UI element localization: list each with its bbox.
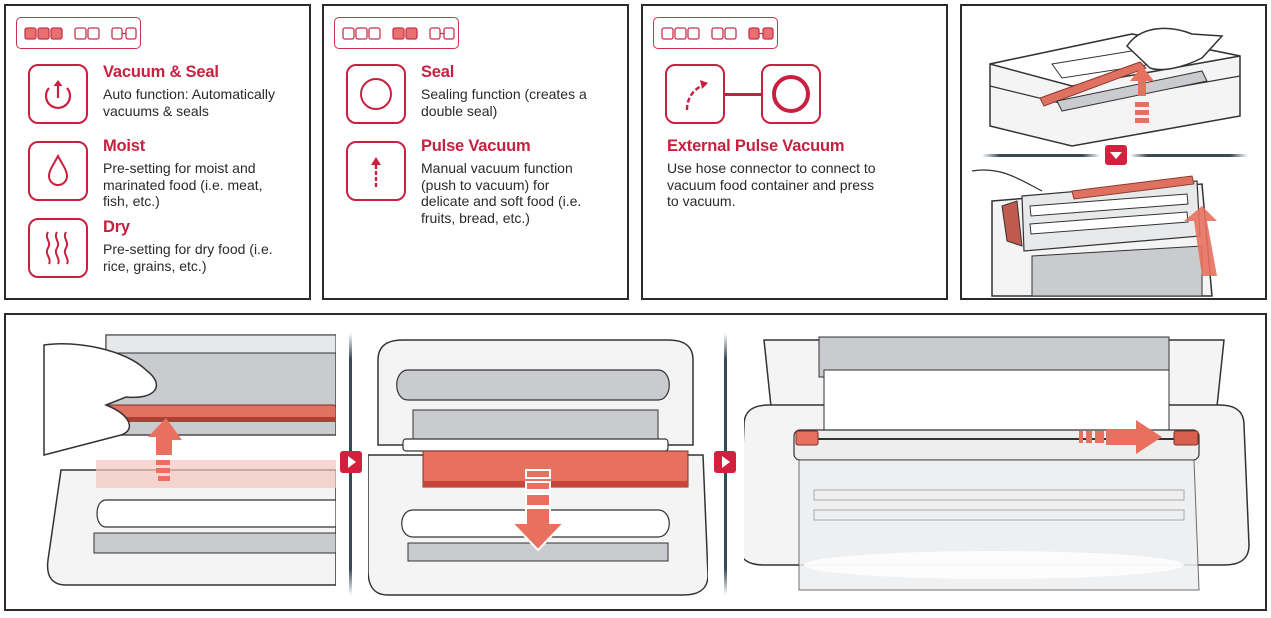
next-step-down-icon bbox=[1105, 145, 1127, 165]
function-title: Seal bbox=[421, 63, 455, 81]
indicator-squares-icon bbox=[661, 27, 774, 40]
indicator-squares-icon bbox=[24, 27, 137, 40]
function-description: Pre-setting for moist and marinated food… bbox=[103, 160, 263, 209]
button-indicator bbox=[334, 17, 459, 49]
step-slide-cutter-illustration bbox=[744, 336, 1250, 591]
curved-arrow-icon bbox=[665, 64, 725, 124]
step-lift-cutter-illustration bbox=[43, 334, 336, 586]
dashed-up-arrow-icon bbox=[346, 141, 406, 201]
function-description: Use hose connector to connect to vacuum … bbox=[667, 160, 876, 209]
circle-icon bbox=[761, 64, 821, 124]
water-drop-icon bbox=[28, 141, 88, 201]
function-title: Dry bbox=[103, 218, 130, 236]
function-description: Auto function: Automatically vacuums & s… bbox=[103, 86, 275, 119]
function-title: Vacuum & Seal bbox=[103, 63, 219, 81]
lift-lid-illustration bbox=[971, 27, 1241, 297]
panel-seal-pulse-vacuum: Seal Sealing function (creates a double … bbox=[322, 4, 629, 300]
heat-waves-icon bbox=[28, 218, 88, 278]
function-title: External Pulse Vacuum bbox=[667, 137, 845, 155]
function-description: Manual vacuum function (push to vacuum) … bbox=[421, 160, 582, 226]
next-step-arrow-icon bbox=[714, 451, 736, 473]
function-title: Moist bbox=[103, 137, 146, 155]
next-step-arrow-icon bbox=[340, 451, 362, 473]
power-arrow-icon bbox=[28, 64, 88, 124]
function-description: Sealing function (creates a double seal) bbox=[421, 86, 587, 119]
panel-open-lid-illustration bbox=[960, 4, 1267, 300]
indicator-squares-icon bbox=[342, 27, 455, 40]
divider bbox=[982, 154, 1100, 157]
divider bbox=[1130, 154, 1248, 157]
function-title: Pulse Vacuum bbox=[421, 137, 531, 155]
panel-vacuum-seal-moist-dry: Vacuum & Seal Auto function: Automatical… bbox=[4, 4, 311, 300]
function-description: Pre-setting for dry food (i.e. rice, gra… bbox=[103, 241, 273, 274]
button-indicator bbox=[653, 17, 778, 49]
panel-bag-cutting-steps bbox=[4, 313, 1267, 611]
step-pull-bag-illustration bbox=[368, 339, 708, 596]
circle-icon bbox=[346, 64, 406, 124]
link-line bbox=[725, 93, 763, 96]
panel-external-pulse-vacuum: External Pulse Vacuum Use hose connector… bbox=[641, 4, 948, 300]
button-indicator bbox=[16, 17, 141, 49]
